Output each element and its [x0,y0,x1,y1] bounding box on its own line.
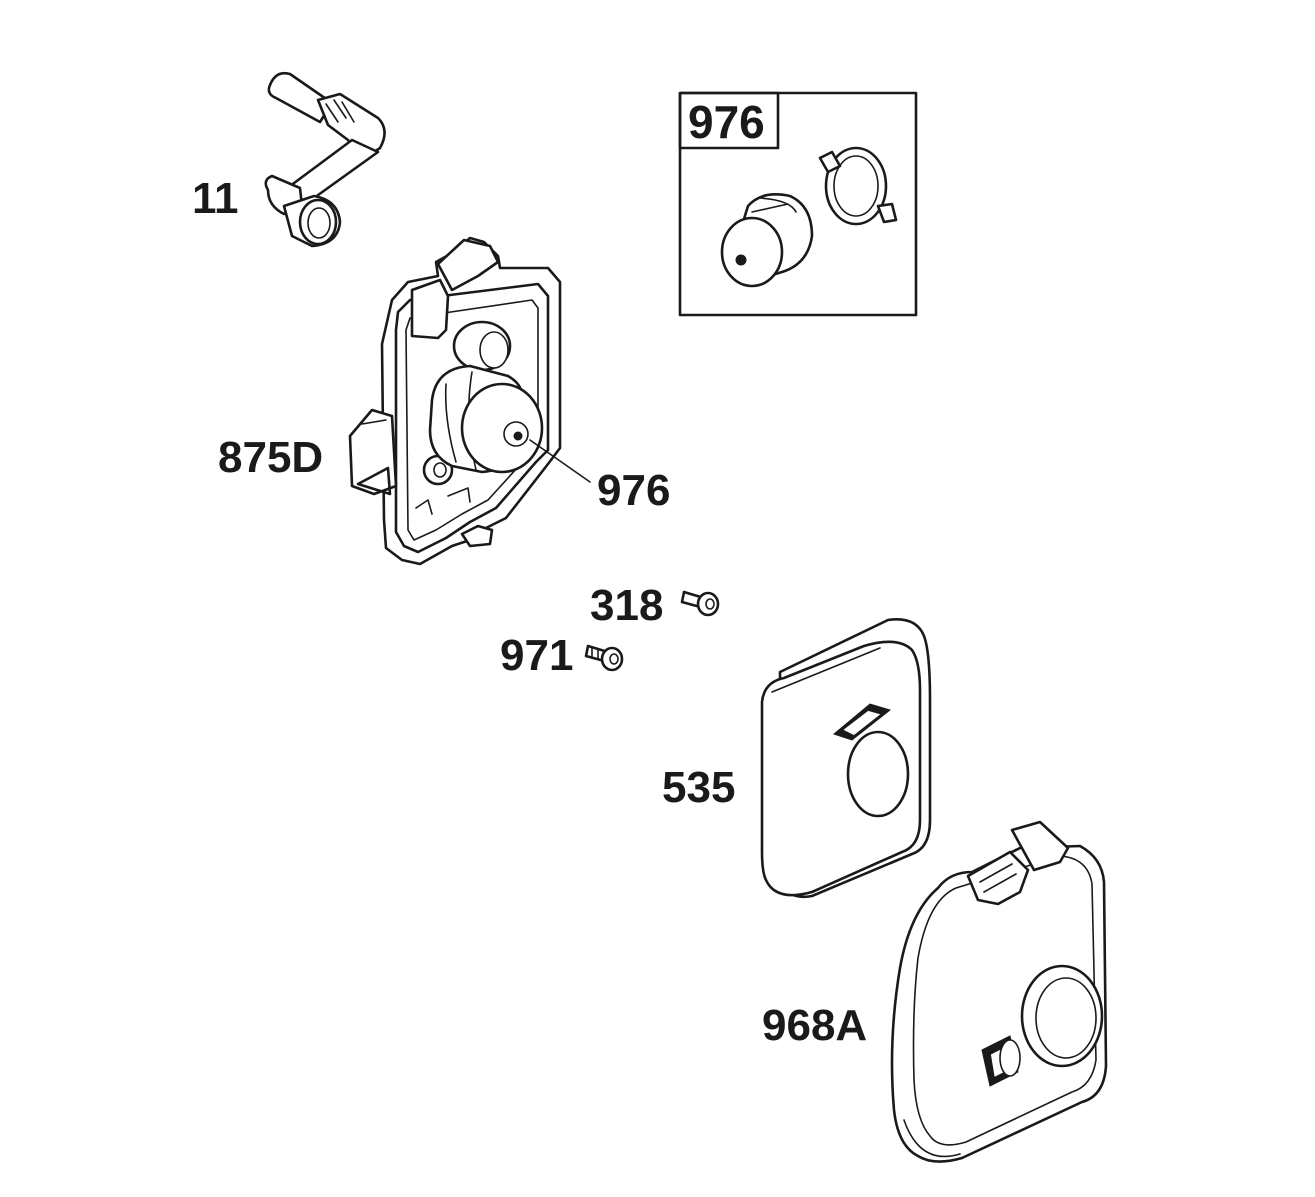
label-filter-cartridge: 535 [662,763,735,812]
label-air-cleaner-base: 875D [218,433,323,482]
label-cover: 968A [762,1001,867,1050]
screw-971-drawing [584,644,624,672]
screw-318-drawing [680,590,720,617]
inset-detail [678,91,918,317]
breather-tube-drawing [264,71,386,248]
label-screw-318: 318 [590,581,663,630]
inset-pre-filter-cap-drawing [720,193,814,288]
inset-label: 976 [688,96,765,148]
label-screw-971: 971 [500,631,573,680]
pre-filter-drawing [428,364,591,483]
inset-clamp-ring-drawing [818,146,898,226]
label-breather-tube: 11 [192,174,239,223]
cover-drawing [890,820,1108,1163]
label-pre-filter: 976 [597,466,670,515]
filter-cartridge-drawing [760,618,932,899]
